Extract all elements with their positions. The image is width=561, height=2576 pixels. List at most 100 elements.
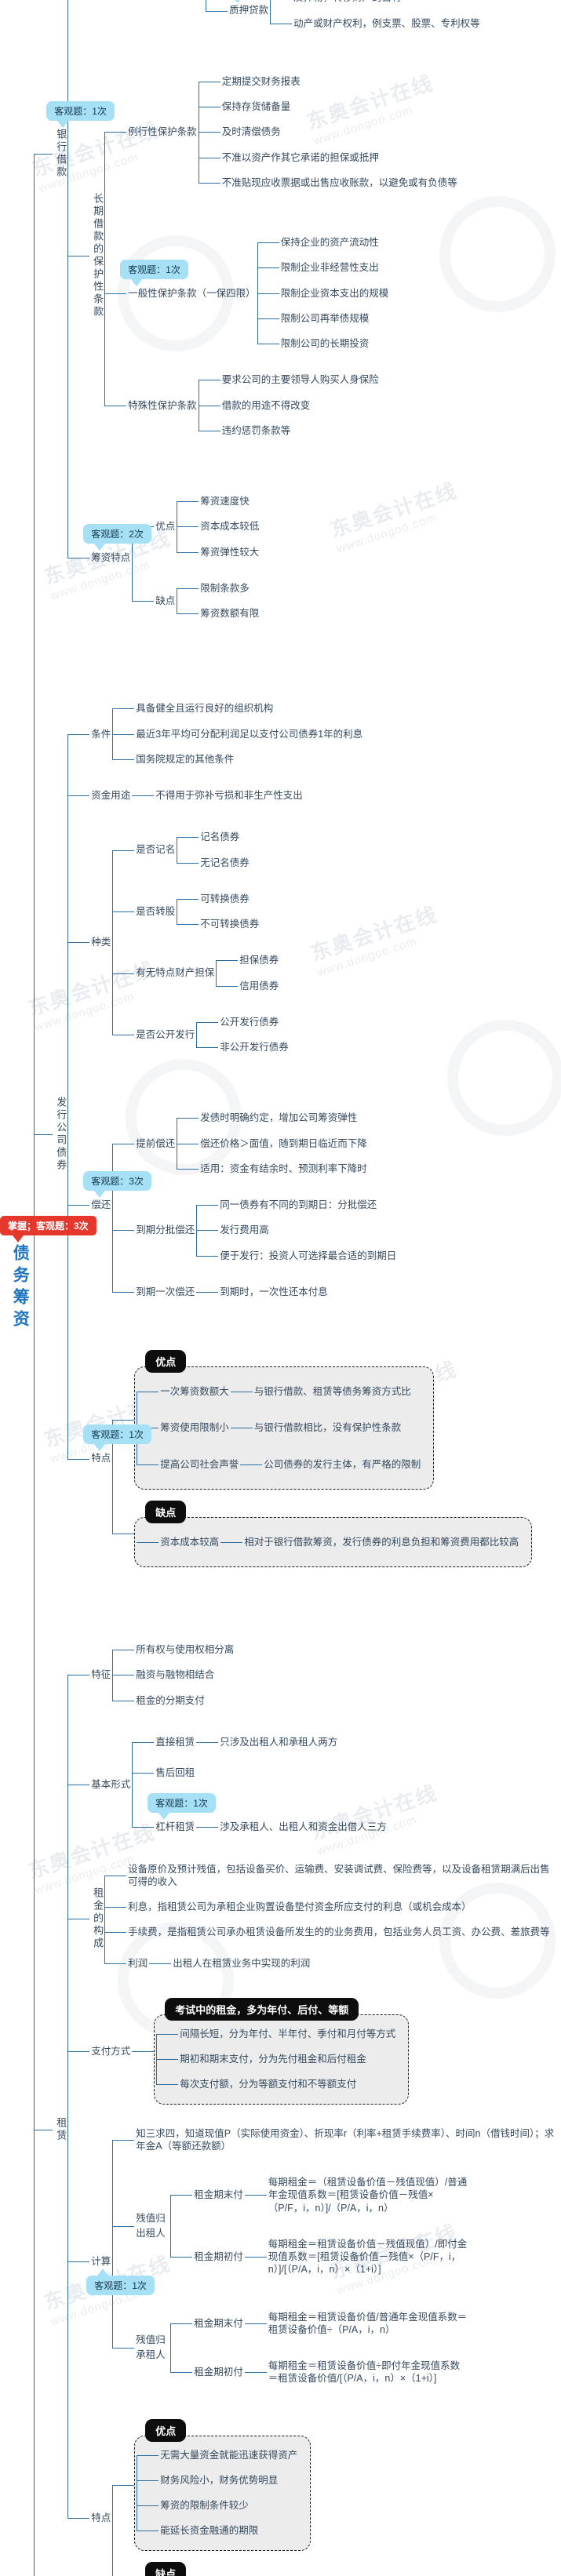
mindmap-node[interactable]: 每期租金＝（租赁设备价值－残值现值）/普通年金现值系数＝[租赁设备价值－残值×（… — [268, 2177, 468, 2214]
mindmap-node[interactable]: 信用债券 — [239, 980, 279, 991]
mindmap-node[interactable]: 提高公司社会声誉 — [160, 1458, 239, 1470]
mindmap-node[interactable]: 筹资使用限制小 — [160, 1422, 229, 1434]
mindmap-node[interactable]: 可转换债券 — [200, 893, 250, 904]
mindmap-node[interactable]: 质押物，转移财产的占有 — [292, 0, 403, 5]
mindmap-node[interactable]: 是否公开发行 — [136, 1028, 195, 1040]
mindmap-node[interactable]: 每期租金＝租赁设备价值－残值现值）/即付金现值系数＝[租赁设备价值－残值×（P/… — [268, 2238, 468, 2276]
mindmap-node[interactable]: 限制公司再举债规模 — [280, 312, 370, 324]
root-node[interactable]: 债务筹资 — [11, 1244, 30, 1332]
mindmap-node[interactable]: 每期租金＝租赁设备价值÷即付年金现值系数＝租赁设备价值/[（P/A，i，n）×（… — [268, 2360, 461, 2385]
mindmap-node[interactable]: 具备健全且运行良好的组织机构 — [136, 703, 274, 715]
mindmap-node[interactable]: 知三求四，知道现值P（实际使用资金）、折现率r（利率+租赁手续费率）、时间n（借… — [136, 2127, 555, 2152]
mindmap-node[interactable]: 租金的构成 — [92, 1887, 104, 1951]
mindmap-node[interactable]: 租金期初付 — [194, 2251, 243, 2262]
mindmap-node[interactable]: 保持企业的资产流动性 — [280, 237, 379, 248]
mindmap-node[interactable]: 质押贷款 — [229, 5, 269, 16]
mindmap-node[interactable]: 与银行借款相比，没有保护性条款 — [253, 1422, 402, 1434]
mindmap-node[interactable]: 发债时明确约定，增加公司筹资弹性 — [200, 1112, 358, 1124]
mindmap-node[interactable]: 限制企业非经营性支出 — [280, 262, 379, 274]
mindmap-node[interactable]: 到期一次偿还 — [136, 1286, 195, 1297]
mindmap-node[interactable]: 缺点 — [155, 595, 176, 606]
mindmap-node[interactable]: 同一债券有不同的到期日：分批偿还 — [220, 1199, 377, 1210]
mindmap-node[interactable]: 例行性保护条款 — [128, 126, 197, 138]
mindmap-node[interactable]: 计算 — [91, 2255, 111, 2267]
mindmap-node[interactable]: 限制公司的长期投资 — [280, 338, 370, 349]
mindmap-node[interactable]: 有无特点财产担保 — [136, 967, 215, 979]
mindmap-node[interactable]: 不可转换债券 — [200, 919, 260, 930]
mindmap-node[interactable]: 涉及承租人、出租人和资金出借人三方 — [220, 1821, 387, 1833]
mindmap-node[interactable]: 发行费用高 — [220, 1224, 269, 1236]
mindmap-node[interactable]: 筹资速度快 — [200, 496, 250, 507]
mindmap-node[interactable]: 财务风险小，财务优势明显 — [160, 2474, 279, 2486]
mindmap-node[interactable]: 借款的用途不得改变 — [221, 399, 311, 411]
mindmap-node[interactable]: 租金期末付 — [194, 2317, 243, 2329]
mindmap-node[interactable]: 偿还 — [91, 1199, 111, 1210]
mindmap-node[interactable]: 租金期初付 — [194, 2367, 243, 2378]
mindmap-node[interactable]: 手续费，是指租赁公司承办租赁设备所发生的的业务费用，包括业务人员工资、办公费、差… — [128, 1927, 550, 1938]
mindmap-node[interactable]: 每期租金＝租赁设备价值/普通年金现值系数＝租赁设备价值÷（P/A，i，n） — [268, 2311, 468, 2335]
mindmap-node[interactable]: 支付方式 — [91, 2045, 131, 2057]
mindmap-node[interactable]: 便于发行：投资人可选择最合适的到期日 — [220, 1250, 397, 1261]
mindmap-node[interactable]: 出租人在租赁业务中实现的利润 — [173, 1957, 311, 1969]
mindmap-node[interactable]: 筹资特点 — [91, 551, 131, 563]
mindmap-node[interactable]: 融资与融物相结合 — [136, 1669, 215, 1681]
mindmap-node[interactable]: 无需大量资金就能迅速获得资产 — [160, 2449, 298, 2461]
mindmap-node[interactable]: 是否记名 — [136, 844, 176, 856]
mindmap-node[interactable]: 公开发行债券 — [220, 1016, 279, 1028]
mindmap-node[interactable]: 残值归承租人 — [136, 2334, 166, 2360]
mindmap-node[interactable]: 残值归出租人 — [136, 2213, 166, 2239]
mindmap-node[interactable]: 公司债券的发行主体，有严格的限制 — [264, 1458, 421, 1470]
mindmap-node[interactable]: 直接租赁 — [155, 1736, 195, 1748]
mindmap-node[interactable]: 资金用途 — [91, 790, 131, 801]
mindmap-node[interactable]: 资本成本较高 — [160, 1536, 220, 1548]
mindmap-node[interactable]: 租金的分期支付 — [136, 1694, 205, 1706]
mindmap-node[interactable]: 国务院规定的其他条件 — [136, 753, 235, 765]
mindmap-node[interactable]: 一般性保护条款（一保四限） — [128, 287, 256, 299]
mindmap-node[interactable]: 违约惩罚条款等 — [221, 424, 291, 436]
mindmap-node[interactable]: 设备原价及预计残值，包括设备买价、运输费、安装调试费、保险费等，以及设备租赁期满… — [128, 1863, 550, 1887]
mindmap-node[interactable]: 无记名债券 — [200, 857, 250, 868]
mindmap-node[interactable]: 利息，指租赁公司为承租企业购置设备垫付资金所应支付的利息（或机会成本） — [128, 1901, 472, 1912]
mindmap-node[interactable]: 筹资的限制条件较少 — [160, 2500, 249, 2511]
mindmap-node[interactable]: 期初和期末支付，分为先付租金和后付租金 — [180, 2054, 366, 2065]
mindmap-node[interactable]: 筹资数额有限 — [200, 608, 260, 619]
mindmap-node[interactable]: 筹资弹性较大 — [200, 546, 260, 558]
mindmap-node[interactable]: 限制企业资本支出的规模 — [280, 287, 389, 299]
mindmap-node[interactable]: 售后回租 — [155, 1767, 195, 1778]
mindmap-node[interactable]: 资本成本较低 — [200, 521, 260, 533]
mindmap-node[interactable]: 到期分批偿还 — [136, 1224, 195, 1236]
mindmap-node[interactable]: 发行公司债券 — [55, 1097, 67, 1173]
mindmap-node[interactable]: 条件 — [91, 728, 111, 740]
mindmap-node[interactable]: 保持存货储备量 — [221, 101, 291, 112]
mindmap-node[interactable]: 是否转股 — [136, 905, 176, 917]
mindmap-node[interactable]: 适用：资金有结余时、预测利率下降时 — [200, 1162, 367, 1174]
mindmap-node[interactable]: 特点 — [91, 2512, 111, 2523]
mindmap-node[interactable]: 偿还价格＞面值，随到期日临近而下降 — [200, 1137, 367, 1149]
mindmap-node[interactable]: 长期借款的保护性条款 — [92, 193, 104, 319]
mindmap-node[interactable]: 不得用于弥补亏损和非生产性支出 — [155, 790, 303, 801]
mindmap-node[interactable]: 能延长资金融通的期限 — [160, 2525, 259, 2537]
mindmap-node[interactable]: 特殊性保护条款 — [128, 399, 197, 411]
mindmap-node[interactable]: 所有权与使用权相分离 — [136, 1644, 235, 1655]
mindmap-node[interactable]: 一次筹资数额大 — [160, 1386, 229, 1397]
mindmap-node[interactable]: 基本形式 — [91, 1779, 131, 1790]
mindmap-node[interactable]: 特点 — [91, 1453, 111, 1464]
mindmap-node[interactable]: 租金期末付 — [194, 2189, 243, 2201]
mindmap-node[interactable]: 要求公司的主要领导人购买人身保险 — [221, 374, 379, 386]
mindmap-node[interactable]: 动产或财产权利，例支票、股票、专利权等 — [293, 17, 480, 29]
mindmap-node[interactable]: 相对于银行借款筹资，发行债券的利息负担和筹资费用都比较高 — [244, 1536, 519, 1548]
mindmap-node[interactable]: 最近3年平均可分配利润足以支付公司债券1年的利息 — [136, 728, 363, 740]
mindmap-node[interactable]: 只涉及出租人和承租人两方 — [220, 1736, 338, 1748]
mindmap-node[interactable]: 特征 — [91, 1669, 111, 1681]
mindmap-node[interactable]: 杠杆租赁 — [155, 1821, 195, 1833]
mindmap-node[interactable]: 到期时，一次性还本付息 — [220, 1286, 328, 1297]
mindmap-node[interactable]: 定期提交财务报表 — [221, 75, 301, 87]
mindmap-node[interactable]: 租赁 — [55, 2117, 67, 2143]
mindmap-node[interactable]: 银行借款 — [55, 128, 67, 179]
mindmap-node[interactable]: 不准贴现应收票据或出售应收账款，以避免或有负债等 — [221, 176, 457, 188]
mindmap-node[interactable]: 非公开发行债券 — [220, 1042, 289, 1053]
mindmap-node[interactable]: 利润 — [128, 1957, 148, 1969]
mindmap-node[interactable]: 优点 — [155, 521, 176, 533]
mindmap-node[interactable]: 记名债券 — [200, 831, 240, 843]
mindmap-node[interactable]: 与银行借款、租赁等债务筹资方式比 — [253, 1386, 411, 1397]
